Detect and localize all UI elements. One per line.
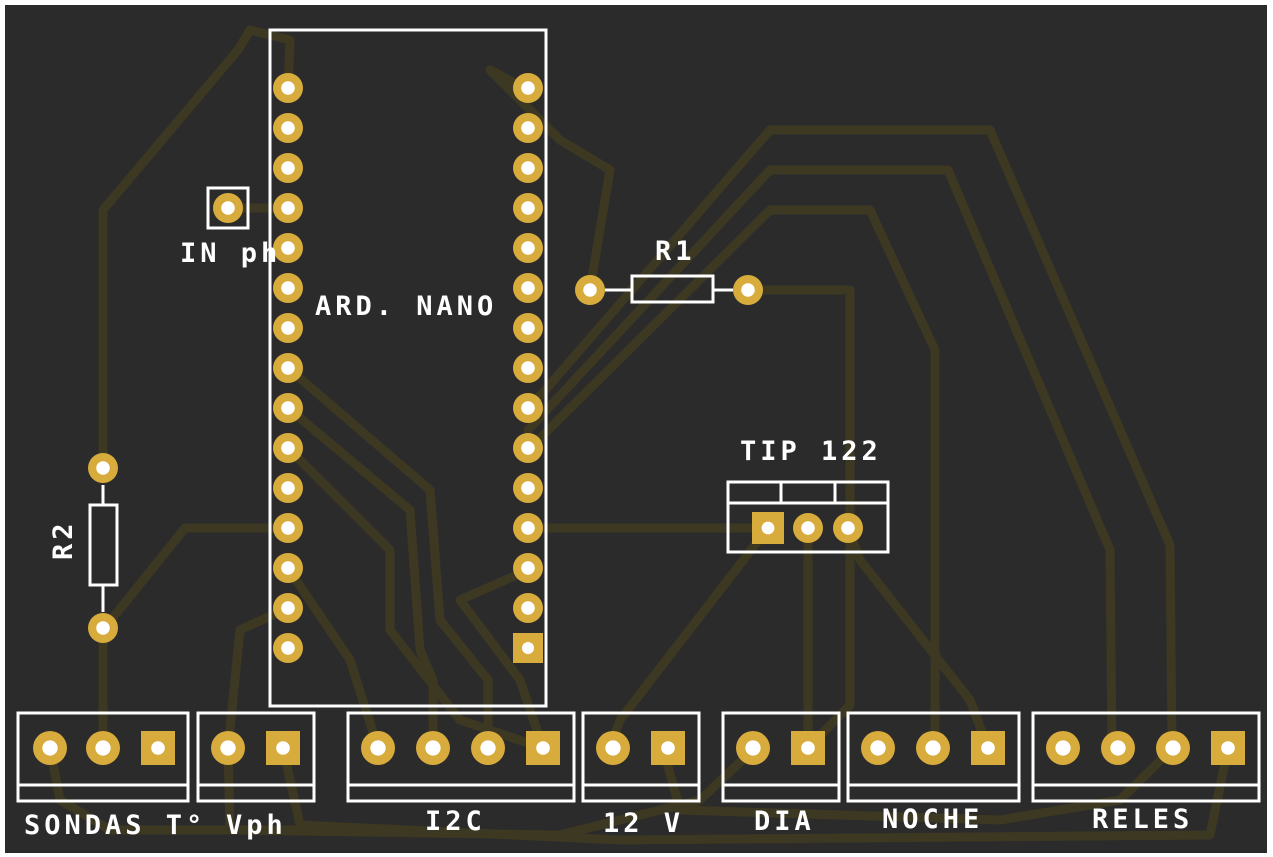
connector-pad-drill [605, 740, 621, 756]
nano-right-pin-pad-drill [521, 521, 535, 535]
connector-square-pad-drill [151, 741, 165, 755]
tip122-pad-drill [841, 521, 855, 535]
connector-square-pad-drill [801, 741, 815, 755]
connector-square-pad-drill [661, 741, 675, 755]
tip122-outline [726, 480, 890, 554]
nano-left-pin-pad-drill [281, 441, 295, 455]
tip122-pad-square-drill [761, 521, 775, 535]
nano-left-pin-pad-drill [281, 81, 295, 95]
nano-right-pin-pad-drill [521, 81, 535, 95]
board-substrate [5, 5, 1267, 853]
nano-left-pin-pad-drill [281, 641, 295, 655]
connector-square-pad-drill [536, 741, 550, 755]
label-layer: ARD. NANO IN ph R1 R2 TIP 122 SONDAS T° … [24, 236, 1193, 841]
connector-noche-outline [846, 711, 1021, 803]
connector-pad-drill [745, 740, 761, 756]
pad-layer [33, 73, 1245, 765]
in-ph-label: IN ph [180, 238, 281, 269]
tip122-pad-drill [801, 521, 815, 535]
nano-right-pin-pad-drill [521, 201, 535, 215]
vph-label: Vph [226, 810, 287, 841]
sondas-label: SONDAS T° [24, 810, 206, 841]
nano-right-pin-pad-drill [521, 361, 535, 375]
connector-dia-outline [721, 711, 841, 803]
r1-pad-drill [583, 283, 597, 297]
nano-left-pin-pad-drill [281, 241, 295, 255]
connector-pad-drill [870, 740, 886, 756]
nano-right-pin-pad-drill [521, 481, 535, 495]
nano-left-pin-pad-drill [281, 121, 295, 135]
connector-pad-drill [480, 740, 496, 756]
r1-pad-drill [741, 283, 755, 297]
silkscreen-layer [16, 28, 1261, 803]
nano-left-pin-pad-drill [281, 321, 295, 335]
tip122-label: TIP 122 [740, 436, 882, 467]
nano-right-pin-pad-drill [521, 561, 535, 575]
connector-square-pad-drill [1221, 741, 1235, 755]
nano-left-pin-pad-drill [281, 521, 295, 535]
connector-square-pad-drill [981, 741, 995, 755]
connector-pad-drill [370, 740, 386, 756]
nano-right-pin-pad-drill [521, 161, 535, 175]
nano-left-pin-pad-drill [281, 401, 295, 415]
r2-label: R2 [48, 519, 79, 560]
in-ph-pad-outline [206, 186, 250, 230]
connector-pad-drill [1055, 740, 1071, 756]
in-ph-pad-drill [221, 201, 235, 215]
r2-pad-drill [96, 461, 110, 475]
nano-right-pin-pad-drill [521, 281, 535, 295]
nano-left-pin-pad-drill [281, 161, 295, 175]
nano-left-pin-pad-drill [281, 201, 295, 215]
r2-body [88, 485, 119, 612]
connector-pad-drill [1110, 740, 1126, 756]
12v-label: 12 V [603, 808, 684, 839]
nano-left-pin-pad-drill [281, 601, 295, 615]
nano-right-pin1-square-pad-drill [522, 642, 534, 654]
connector-square-pad-drill [276, 741, 290, 755]
nano-right-pin-pad-drill [521, 601, 535, 615]
nano-right-pin-pad-drill [521, 441, 535, 455]
dia-label: DIA [754, 806, 815, 837]
r1-label: R1 [655, 236, 696, 267]
r1-body [605, 274, 733, 304]
connector-pad-drill [95, 740, 111, 756]
connector-sondas-outline [16, 711, 190, 803]
nano-right-pin-pad-drill [521, 401, 535, 415]
nano-left-pin-pad-drill [281, 361, 295, 375]
connector-i2c-outline [346, 711, 576, 803]
trace-layer [45, 25, 1233, 845]
r2-pad-drill [96, 621, 110, 635]
connector-pad-drill [1165, 740, 1181, 756]
nano-right-pin-pad-drill [521, 241, 535, 255]
connector-pad-drill [220, 740, 236, 756]
connector-vph-outline [196, 711, 316, 803]
noche-label: NOCHE [882, 804, 983, 835]
nano-left-pin-pad-drill [281, 281, 295, 295]
nano-right-pin-pad-drill [521, 121, 535, 135]
connector-pad-drill [925, 740, 941, 756]
nano-left-pin-pad-drill [281, 561, 295, 575]
reles-label: RELES [1092, 804, 1193, 835]
connector-pad-drill [425, 740, 441, 756]
arduino-nano-outline [268, 28, 548, 708]
arduino-nano-label: ARD. NANO [315, 291, 497, 322]
connector-pad-drill [42, 740, 58, 756]
nano-left-pin-pad-drill [281, 481, 295, 495]
connector-reles-outline [1031, 711, 1261, 803]
nano-right-pin-pad-drill [521, 321, 535, 335]
i2c-label: I2C [425, 806, 486, 837]
connector-12v-outline [581, 711, 701, 803]
